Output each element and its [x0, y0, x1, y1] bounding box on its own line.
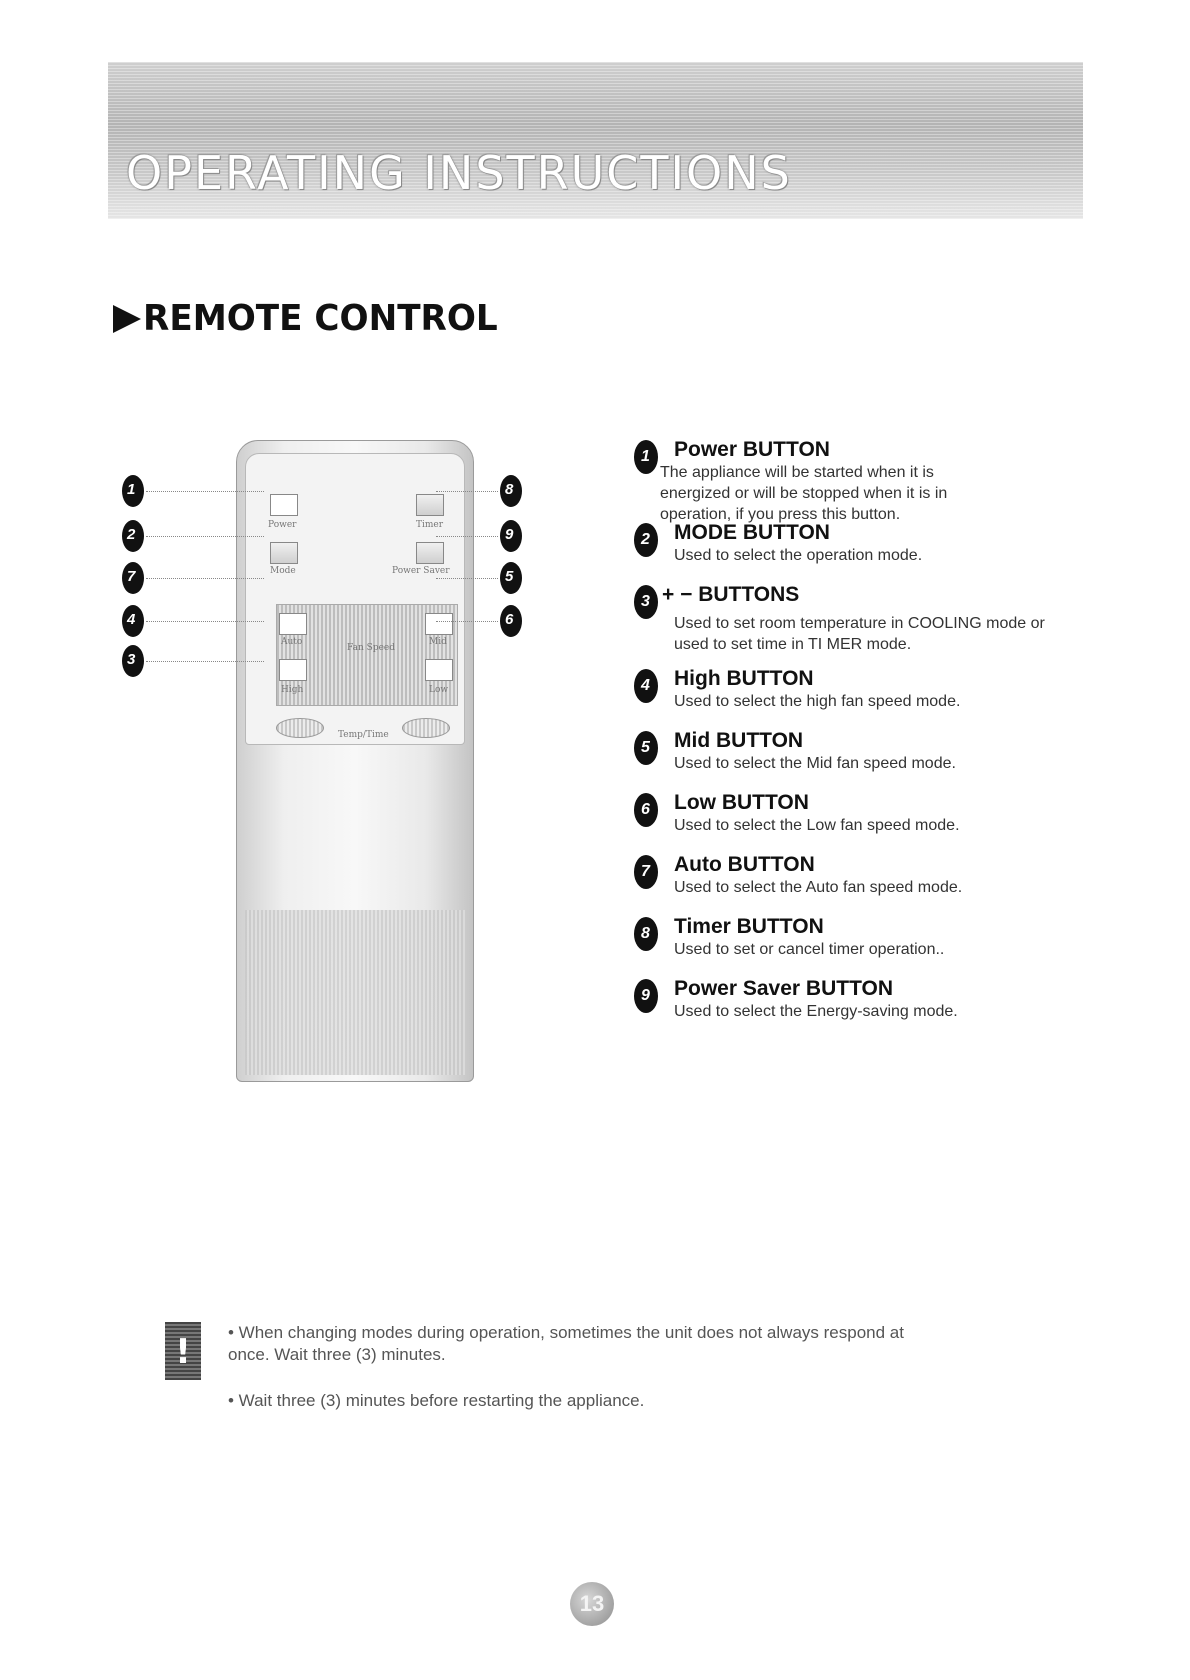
item-title: Low BUTTON: [674, 791, 809, 814]
callout-9: 9: [500, 520, 522, 552]
list-item: 7 Auto BUTTON Used to select the Auto fa…: [634, 853, 1074, 915]
number-badge: 6: [634, 793, 658, 827]
leader-line: [436, 536, 498, 537]
mid-key-label: Mid: [429, 637, 447, 647]
leader-line: [436, 491, 498, 492]
item-title: Mid BUTTON: [674, 729, 804, 752]
callout-4: 4: [122, 605, 144, 637]
item-title: Timer BUTTON: [674, 915, 824, 938]
list-item: 8 Timer BUTTON Used to set or cancel tim…: [634, 915, 1074, 977]
number-badge: 1: [634, 440, 658, 474]
item-title: + − BUTTONS: [662, 583, 800, 606]
high-key-label: High: [281, 685, 304, 695]
remote-illustration: Power Timer Mode Power Saver Auto Mid Fa…: [120, 430, 570, 1090]
page-number: 13: [570, 1582, 614, 1626]
item-text: Used to set or cancel timer operation..: [674, 941, 945, 958]
fan-speed-panel: Auto Mid Fan Speed High Low: [276, 604, 458, 706]
power-saver-key: [416, 542, 444, 564]
arrow-icon: [113, 304, 141, 333]
leader-line: [146, 578, 264, 579]
low-key: [425, 659, 453, 681]
remote-grip: [245, 910, 465, 1075]
number-badge: 9: [634, 979, 658, 1013]
note-text-1: • When changing modes during operation, …: [228, 1323, 904, 1364]
callout-8: 8: [500, 475, 522, 507]
power-key: [270, 494, 298, 516]
low-key-label: Low: [429, 685, 449, 695]
button-descriptions: 1 Power BUTTON The appliance will be sta…: [634, 438, 1074, 1039]
leader-line: [436, 621, 498, 622]
number-badge: 7: [634, 855, 658, 889]
item-text: Used to select the high fan speed mode.: [674, 693, 961, 710]
list-item: 5 Mid BUTTON Used to select the Mid fan …: [634, 729, 1074, 791]
item-text: Used to set room temperature in COOLING …: [674, 615, 1045, 653]
callout-7: 7: [122, 562, 144, 594]
section-title: REMOTE CONTROL: [143, 298, 498, 339]
callout-2: 2: [122, 520, 144, 552]
timer-key-label: Timer: [416, 520, 444, 530]
power-key-label: Power: [268, 520, 297, 530]
item-title: MODE BUTTON: [674, 521, 830, 544]
item-text: Used to select the Low fan speed mode.: [674, 817, 960, 834]
remote-panel: Power Timer Mode Power Saver Auto Mid Fa…: [245, 453, 465, 745]
number-badge: 3: [634, 585, 658, 619]
item-text: Used to select the Energy-saving mode.: [674, 1003, 958, 1020]
note-text-2: • Wait three (3) minutes before restarti…: [228, 1391, 645, 1410]
high-key: [279, 659, 307, 681]
item-title: High BUTTON: [674, 667, 814, 690]
item-title: Power BUTTON: [674, 438, 830, 461]
number-badge: 4: [634, 669, 658, 703]
leader-line: [146, 491, 264, 492]
auto-key-label: Auto: [281, 637, 303, 647]
callout-6: 6: [500, 605, 522, 637]
leader-line: [146, 536, 264, 537]
leader-line: [146, 621, 264, 622]
leader-line: [436, 578, 498, 579]
number-badge: 2: [634, 523, 658, 557]
list-item: 1 Power BUTTON The appliance will be sta…: [634, 438, 1074, 523]
leader-line: [146, 661, 264, 662]
minus-key: [276, 718, 324, 738]
callout-5: 5: [500, 562, 522, 594]
caution-icon: !: [165, 1322, 201, 1380]
power-saver-key-label: Power Saver: [392, 566, 450, 576]
section-heading: REMOTE CONTROL: [113, 298, 516, 339]
list-item: 3 + − BUTTONS Used to set room temperatu…: [634, 583, 1074, 667]
temp-time-label: Temp/Time: [338, 730, 389, 740]
item-text: The appliance will be started when it is…: [660, 464, 948, 523]
header-banner: OPERATING INSTRUCTIONS: [108, 62, 1083, 219]
item-title: Auto BUTTON: [674, 853, 815, 876]
mode-key-label: Mode: [270, 566, 296, 576]
timer-key: [416, 494, 444, 516]
fan-speed-label: Fan Speed: [347, 643, 395, 653]
remote-body: Power Timer Mode Power Saver Auto Mid Fa…: [236, 440, 474, 1082]
item-text: Used to select the operation mode.: [674, 547, 923, 564]
list-item: 2 MODE BUTTON Used to select the operati…: [634, 521, 1074, 583]
number-badge: 5: [634, 731, 658, 765]
mode-key: [270, 542, 298, 564]
page-title: OPERATING INSTRUCTIONS: [126, 146, 792, 200]
auto-key: [279, 613, 307, 635]
list-item: 9 Power Saver BUTTON Used to select the …: [634, 977, 1074, 1039]
callout-3: 3: [122, 645, 144, 677]
plus-key: [402, 718, 450, 738]
list-item: 6 Low BUTTON Used to select the Low fan …: [634, 791, 1074, 853]
mid-key: [425, 613, 453, 635]
list-item: 4 High BUTTON Used to select the high fa…: [634, 667, 1074, 729]
number-badge: 8: [634, 917, 658, 951]
callout-1: 1: [122, 475, 144, 507]
item-text: Used to select the Mid fan speed mode.: [674, 755, 956, 772]
item-title: Power Saver BUTTON: [674, 977, 894, 1000]
item-text: Used to select the Auto fan speed mode.: [674, 879, 963, 896]
